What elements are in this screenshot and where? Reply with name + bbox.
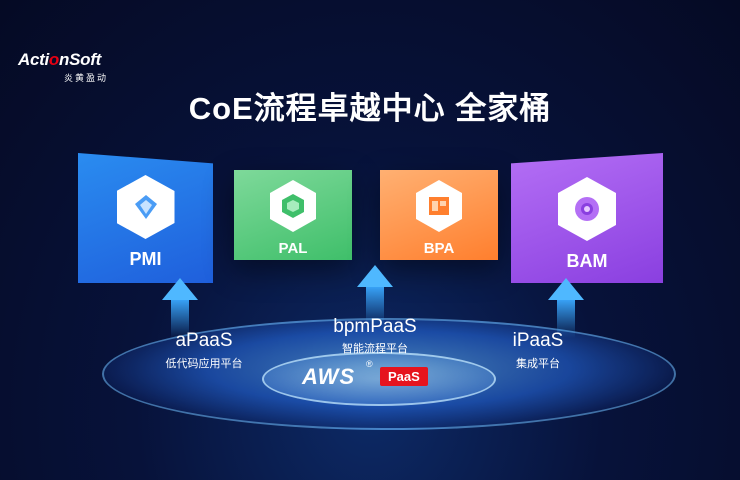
card-bpa-label: BPA — [423, 240, 455, 257]
arrow-left-icon — [162, 278, 198, 300]
pal-icon — [270, 180, 316, 232]
platform-ipaas-name: iPaaS — [512, 330, 564, 351]
aws-logo: AWS — [302, 364, 356, 389]
card-pal: PAL — [234, 170, 352, 260]
arrow-right-stem — [557, 298, 575, 338]
card-bpa: BPA — [380, 170, 498, 260]
card-pmi: PMI — [78, 153, 213, 283]
platform-apaas-desc: 低代码应用平台 — [165, 358, 243, 370]
logo-text-o: o — [48, 50, 60, 69]
arrow-right-icon — [548, 278, 584, 300]
page-title: CoE流程卓越中心 全家桶 — [188, 91, 552, 126]
logo-text-prefix: Acti — [18, 50, 49, 69]
paas-badge: PaaS — [380, 367, 428, 386]
platform-bpmpaas-name: bpmPaaS — [333, 316, 417, 337]
arrow-center-icon — [357, 265, 393, 287]
platform-bpmpaas-desc: 智能流程平台 — [342, 343, 408, 355]
card-pal-label: PAL — [278, 240, 308, 257]
logo-text-suffix: nSoft — [59, 50, 101, 69]
actionsoft-logo: ActionSoft 炎黄盈动 — [18, 50, 108, 84]
platform-ipaas-desc: 集成平台 — [516, 358, 560, 370]
bam-icon — [558, 177, 616, 241]
registered-mark: ® — [366, 359, 373, 369]
logo-chinese: 炎黄盈动 — [64, 73, 109, 83]
platform-apaas-name: aPaaS — [175, 330, 233, 351]
card-pmi-label: PMI — [129, 249, 162, 269]
arrow-center-stem — [366, 285, 384, 325]
pmi-icon — [116, 175, 175, 239]
aws-core-ring — [262, 352, 496, 406]
bpa-icon — [416, 180, 462, 232]
arrow-left-stem — [171, 298, 189, 338]
card-bam-label: BAM — [566, 251, 608, 271]
card-bam: BAM — [511, 153, 663, 283]
